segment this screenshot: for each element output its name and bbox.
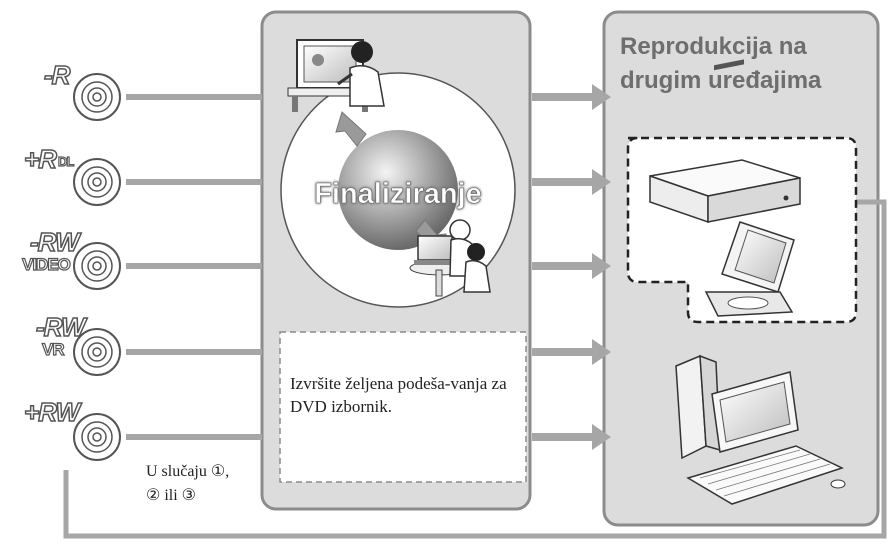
disc-icon-5 [73, 413, 121, 461]
disc-label-minus-r: -R [43, 60, 71, 90]
case-note: U slučaju ①, ② ili ③ [146, 460, 229, 508]
person-laptop-illustration-bottom [409, 219, 491, 297]
playback-title-line-1: Reprodukcija na [620, 33, 807, 60]
disc-icon-1 [73, 73, 121, 121]
disc-sublabel-dl: DL [57, 153, 75, 169]
disc-icon-4 [73, 328, 121, 376]
playback-arrows [532, 84, 611, 450]
dvd-menu-box [279, 331, 527, 483]
portable-dvd-player-icon [704, 221, 795, 317]
playback-title: Reprodukcija na drugim uređajima [620, 30, 821, 98]
case-note-line-2: ② ili ③ [146, 487, 197, 504]
disc-icons [73, 73, 121, 461]
disc-icon-2 [73, 158, 121, 206]
disc-label-minus-rw-video: -RW [29, 227, 80, 257]
disc-connectors [126, 94, 262, 440]
person-tv-illustration-top [287, 39, 385, 112]
dvd-player-icon [649, 59, 801, 224]
disc-label-plus-rw: +RW [23, 397, 81, 427]
disc-sublabel-video: VIDEO [21, 255, 71, 274]
disc-sublabel-vr: VR [41, 340, 65, 359]
dvd-menu-text: Izvršite željena podeša-vanja za DVD izb… [290, 374, 507, 416]
finalize-sphere [338, 130, 458, 250]
finalize-title: Finaliziranje [314, 178, 482, 211]
disc-icon-3 [73, 242, 121, 290]
desktop-computer-icon [675, 354, 846, 505]
playback-title-line-2: drugim uređajima [620, 67, 822, 94]
disc-label-minus-rw-vr: -RW [35, 312, 86, 342]
return-loop-line [63, 199, 887, 539]
case-note-line-1: U slučaju ①, [146, 463, 230, 480]
disc-label-plus-r: +R [23, 144, 57, 174]
